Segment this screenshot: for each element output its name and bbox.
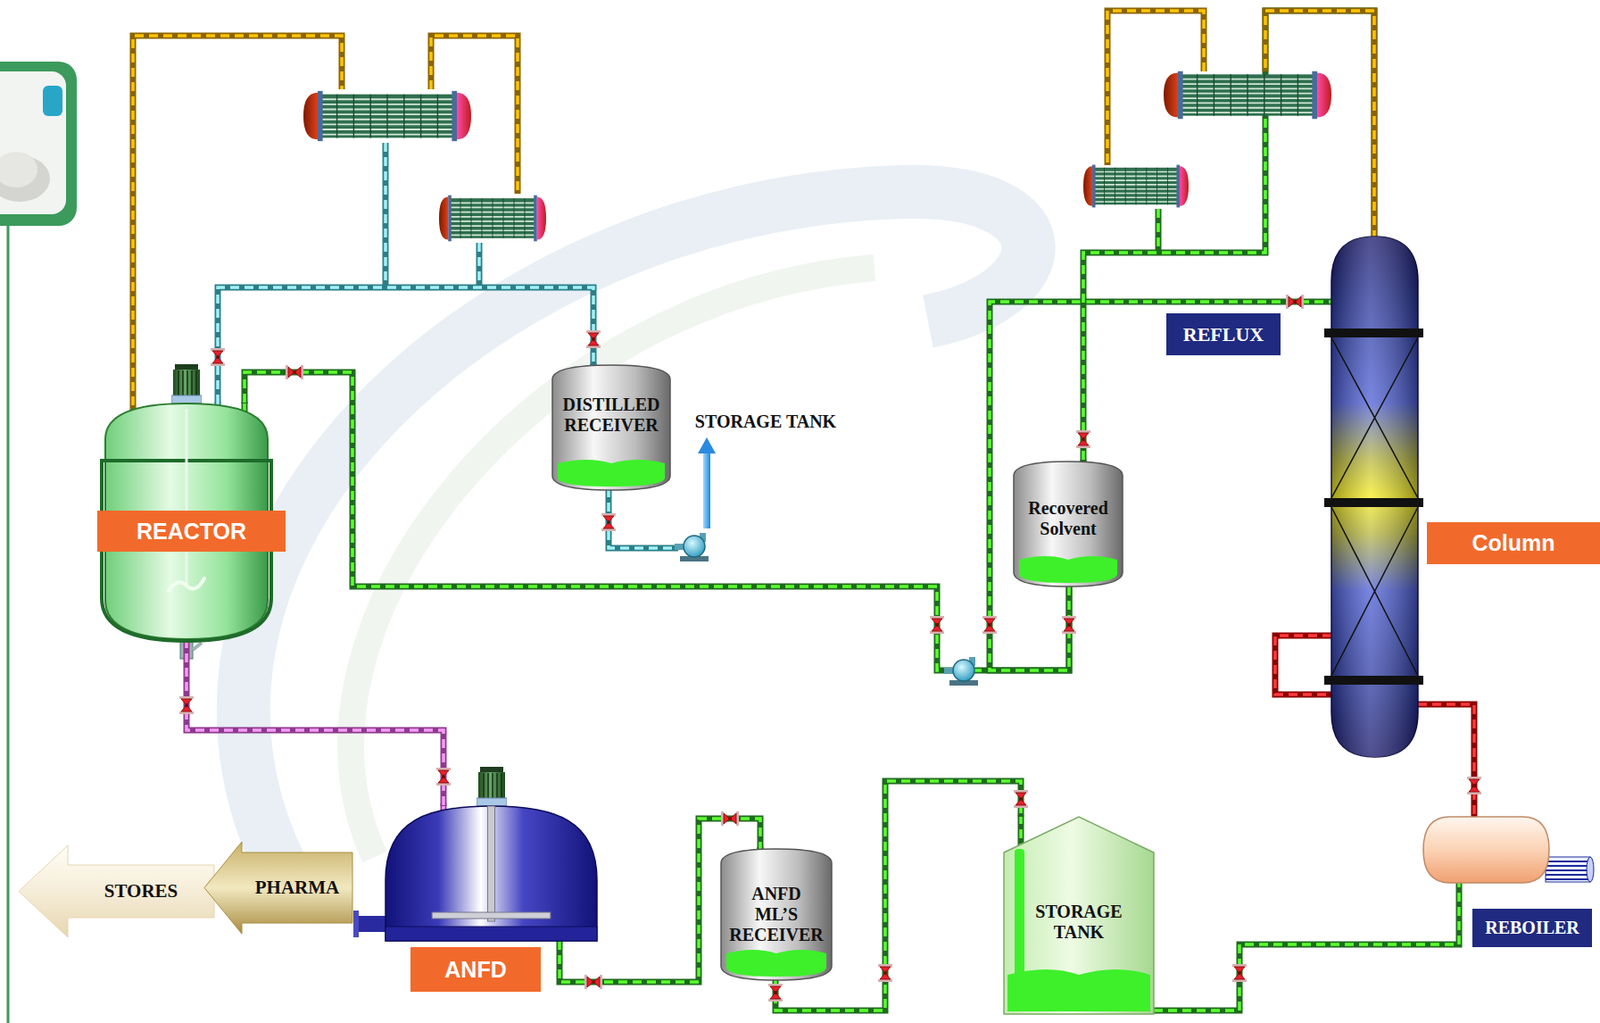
flow-arrow: STORES — [18, 845, 215, 937]
node-label: Column — [1471, 530, 1555, 556]
valve — [179, 294, 1482, 1002]
node-label-box: STORAGE TANK — [1003, 896, 1154, 947]
process-pipe — [132, 35, 1332, 859]
condenser — [303, 91, 472, 141]
pipe-line — [244, 372, 1070, 671]
reboiler-shape — [1423, 816, 1550, 883]
node-label: STORES — [104, 879, 179, 902]
condenser — [303, 71, 1332, 242]
node-label-box: REBOILER — [1472, 908, 1592, 947]
pipe-line — [1083, 10, 1375, 462]
node-label-box: PHARMA — [241, 852, 353, 923]
node-label: DISTILLED RECEIVER — [559, 394, 664, 436]
node-label: REACTOR — [136, 518, 247, 545]
anfd-shape — [385, 805, 597, 941]
flow-arrow: PHARMA — [204, 841, 353, 934]
node-label: Recovered Solvent — [1020, 497, 1116, 539]
node-label-box: DISTILLED RECEIVER — [552, 388, 671, 442]
pipe-line — [1417, 704, 1475, 817]
node-label-box: Recovered Solvent — [1013, 495, 1123, 542]
condenser — [439, 195, 547, 242]
condenser — [1083, 165, 1189, 208]
edge-label-box: REFLUX — [1166, 313, 1281, 356]
pump — [674, 532, 979, 686]
storage-tank: STORAGE TANK — [1003, 816, 1154, 1014]
node-label-box: REACTOR — [97, 510, 286, 552]
receiver-vessel: DISTILLED RECEIVER — [552, 364, 671, 490]
node-label-box: ANFD ML’S RECEIVER — [721, 880, 832, 948]
pipe-line — [217, 287, 594, 404]
vapor-line — [1107, 10, 1375, 240]
node-label-box: Column — [1426, 522, 1600, 564]
node-label: ANFD — [444, 956, 506, 983]
reboiler-vessel: REBOILER — [1423, 816, 1550, 883]
watermark — [243, 191, 1029, 893]
column-shape — [1331, 236, 1418, 757]
filter-dryer: ANFD — [385, 805, 597, 941]
pump — [944, 656, 979, 686]
edge-label: REFLUX — [1183, 323, 1264, 346]
reactor-vessel: REACTOR — [97, 403, 286, 639]
receiver-vessel: Recovered Solvent — [1013, 461, 1123, 587]
pipe-line — [989, 301, 1332, 671]
node-label-box: ANFD — [410, 946, 541, 992]
distillation-column: Column — [1331, 236, 1418, 757]
node-label: PHARMA — [255, 876, 340, 898]
annotation-label-box: STORAGE TANK — [676, 406, 855, 436]
node-label: ANFD ML’S RECEIVER — [728, 883, 825, 946]
condenser — [1163, 71, 1332, 119]
node-label: STORAGE TANK — [1011, 901, 1147, 943]
node-label: REBOILER — [1484, 917, 1580, 938]
pipe-line — [186, 638, 444, 806]
pump — [674, 532, 709, 562]
receiver-vessel: ANFD ML’S RECEIVER — [721, 848, 832, 980]
agitator-motor — [476, 766, 507, 806]
node-label-box: STORES — [67, 864, 215, 918]
annotation-label: STORAGE TANK — [695, 411, 837, 432]
pipe-line — [1153, 882, 1460, 1011]
agitator-motor — [171, 364, 202, 404]
transfer-arrow — [697, 437, 716, 529]
